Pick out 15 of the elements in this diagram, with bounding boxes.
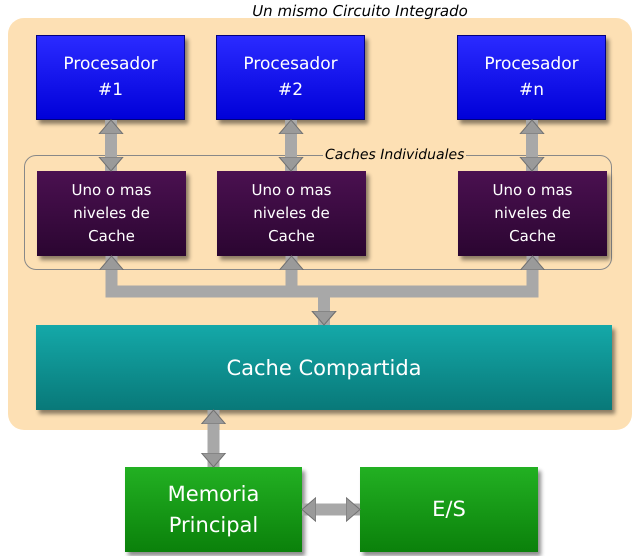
shared-cache-box: Cache Compartida	[36, 325, 612, 410]
double-arrow	[302, 497, 360, 522]
double-arrow	[278, 120, 304, 172]
double-arrow	[201, 410, 226, 468]
cache-box: Uno o mas niveles de Cache	[37, 171, 186, 256]
memory-box: E/S	[360, 467, 538, 552]
double-arrow	[98, 120, 124, 172]
double-arrow	[520, 120, 544, 172]
processor-box: Procesador #2	[216, 35, 365, 120]
processor-box: Procesador #1	[36, 35, 185, 120]
cache-box: Uno o mas niveles de Cache	[217, 171, 366, 256]
group-label: Un mismo Circuito Integrado	[251, 2, 469, 20]
memory-box: Memoria Principal	[125, 467, 302, 552]
cache-box: Uno o mas niveles de Cache	[458, 171, 607, 256]
processor-box: Procesador #n	[457, 35, 606, 120]
